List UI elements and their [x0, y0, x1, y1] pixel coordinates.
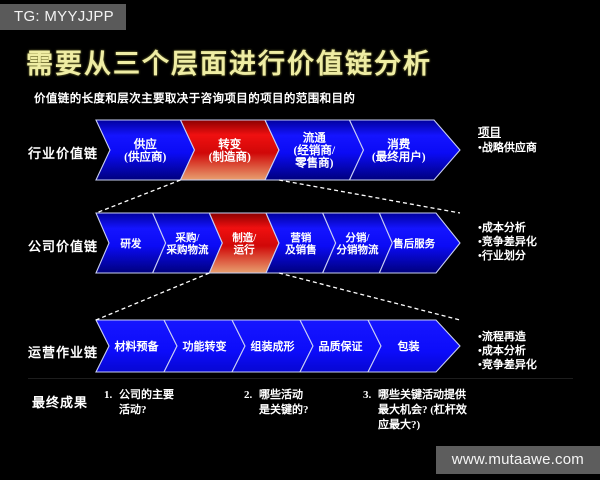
- chevron-label: (制造商): [209, 149, 251, 163]
- outcome-question-3-line-1: 最大机会? (杠杆效: [378, 404, 467, 416]
- row-label-operations: 运营作业链: [28, 345, 99, 360]
- outcome-divider: [28, 378, 573, 379]
- chevron-label: 售后服务: [393, 237, 435, 250]
- connector-0-1: [95, 179, 461, 214]
- chevron-label: (最终用户): [372, 149, 426, 163]
- outcome-question-1-line-0: 公司的主要: [119, 389, 174, 401]
- outcome-question-3-line-0: 哪些关键活动提供: [378, 389, 466, 401]
- outcome-question-2: 2. 哪些活动 是关键的?: [244, 388, 309, 418]
- chevron-label: 及销售: [285, 243, 317, 256]
- outcome-question-3: 3. 哪些关键活动提供 最大机会? (杠杆效 应最大?): [363, 388, 467, 433]
- outcome-question-2-line-0: 哪些活动: [259, 389, 303, 401]
- chevron-label: 分销物流: [337, 243, 379, 256]
- chevron-label: 包装: [397, 339, 420, 353]
- chevron-label: 供应: [133, 137, 157, 151]
- connector-dashed-line: [278, 272, 461, 321]
- chevron-label: 组装成形: [251, 339, 295, 353]
- chevron-label: 运行: [234, 243, 255, 256]
- chevron-label: 制造/: [232, 231, 257, 244]
- connector-dashed-line: [95, 179, 181, 214]
- chevron-label: 转变: [218, 137, 241, 151]
- chevron-step: [378, 212, 461, 274]
- chevron-step: [367, 319, 461, 373]
- tg-tag-label: TG: MYYJJPP: [0, 4, 126, 30]
- outcome-question-3-line-2: 应最大?): [378, 419, 421, 431]
- outcome-question-2-number: 2.: [244, 389, 253, 401]
- bullets-operations-item-1: •成本分析: [478, 345, 526, 357]
- chevron-label: (经销商/: [293, 143, 335, 157]
- page-title: 需要从三个层面进行价值链分析: [26, 49, 432, 79]
- bullets-operations: •流程再造 •成本分析 •竞争差异化: [478, 330, 537, 372]
- chevron-label: 采购/: [175, 231, 201, 244]
- chevron-label: (供应商): [124, 149, 166, 163]
- bullets-industry-header: 项目: [478, 127, 501, 139]
- outcome-question-1-line-1: 活动?: [119, 404, 147, 416]
- chevron-label: 功能转变: [183, 339, 227, 353]
- bullets-company-item-2: •行业划分: [478, 250, 526, 262]
- watermark-label: www.mutaawe.com: [435, 446, 600, 474]
- connector-dashed-line: [278, 179, 461, 214]
- bullets-company-item-1: •竞争差异化: [478, 236, 537, 248]
- bullets-company: •成本分析 •竞争差异化 •行业划分: [478, 221, 537, 263]
- connector-dashed-line: [95, 272, 210, 321]
- chevron-label: 消费: [387, 137, 410, 151]
- row-label-company: 公司价值链: [28, 239, 99, 254]
- row-label-industry: 行业价值链: [28, 146, 99, 161]
- connector-1-2: [95, 272, 461, 321]
- chevron-label: 营销: [290, 231, 311, 244]
- chain-row-0: 供应(供应商) 转变(制造商) 流通(经销商/零售商) 消费(最终用户): [95, 119, 461, 181]
- bullets-operations-item-0: •流程再造: [478, 331, 526, 343]
- chevron-label: 采购物流: [166, 243, 209, 256]
- bullets-industry: 项目 •战略供应商: [478, 126, 537, 155]
- outcome-question-3-number: 3.: [363, 389, 372, 401]
- chevron-label: 研发: [120, 237, 141, 250]
- chevron-step: [348, 119, 461, 181]
- outcome-question-1-number: 1.: [104, 389, 113, 401]
- chevron-label: 材料预备: [115, 339, 160, 353]
- outcome-question-1: 1. 公司的主要 活动?: [104, 388, 174, 418]
- bullets-operations-item-2: •竞争差异化: [478, 359, 537, 371]
- bullets-company-item-0: •成本分析: [478, 222, 526, 234]
- chevron-label: 零售商): [294, 156, 333, 170]
- page-subtitle: 价值链的长度和层次主要取决于咨询项目的项目的范围和目的: [34, 93, 356, 105]
- bullets-industry-item-0: •战略供应商: [478, 142, 537, 154]
- chevron-label: 流通: [303, 131, 326, 145]
- outcome-label: 最终成果: [32, 395, 89, 410]
- chevron-label: 分销/: [346, 231, 371, 244]
- chain-row-2: 材料预备 功能转变 组装成形 品质保证 包装: [95, 319, 461, 373]
- outcome-question-2-line-1: 是关键的?: [259, 404, 309, 416]
- chevron-label: 品质保证: [319, 339, 363, 353]
